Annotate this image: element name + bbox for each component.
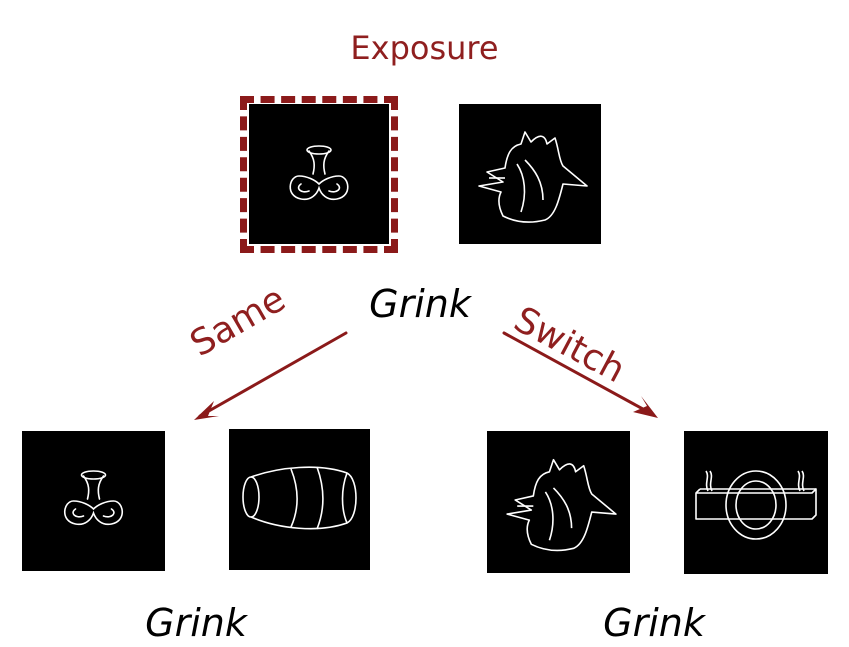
same-word-label: Grink: [145, 601, 247, 645]
spiky-shell-object: [478, 131, 588, 223]
exposure-right-panel: [459, 104, 601, 244]
switch-arrow-line: [502, 331, 654, 416]
barrel-object: [242, 466, 357, 530]
switch-right-panel: [684, 431, 828, 574]
switch-arrow-head: [633, 396, 658, 418]
exposure-highlight-frame: [240, 96, 398, 253]
ring-bar-object: [695, 470, 817, 540]
exposure-left-panel: [249, 104, 389, 244]
same-right-panel: [229, 429, 370, 570]
switch-word-label: Grink: [603, 601, 705, 645]
switch-left-panel: [487, 431, 630, 573]
ring-stand-object: [289, 145, 349, 201]
exposure-word-label: Grink: [369, 282, 471, 326]
same-arrow-line: [198, 331, 348, 418]
same-left-panel: [22, 431, 165, 571]
ring-stand-object: [63, 470, 124, 526]
exposure-title: Exposure: [350, 29, 499, 67]
same-arrow-head: [194, 401, 219, 420]
spiky-shell-object: [506, 458, 617, 552]
